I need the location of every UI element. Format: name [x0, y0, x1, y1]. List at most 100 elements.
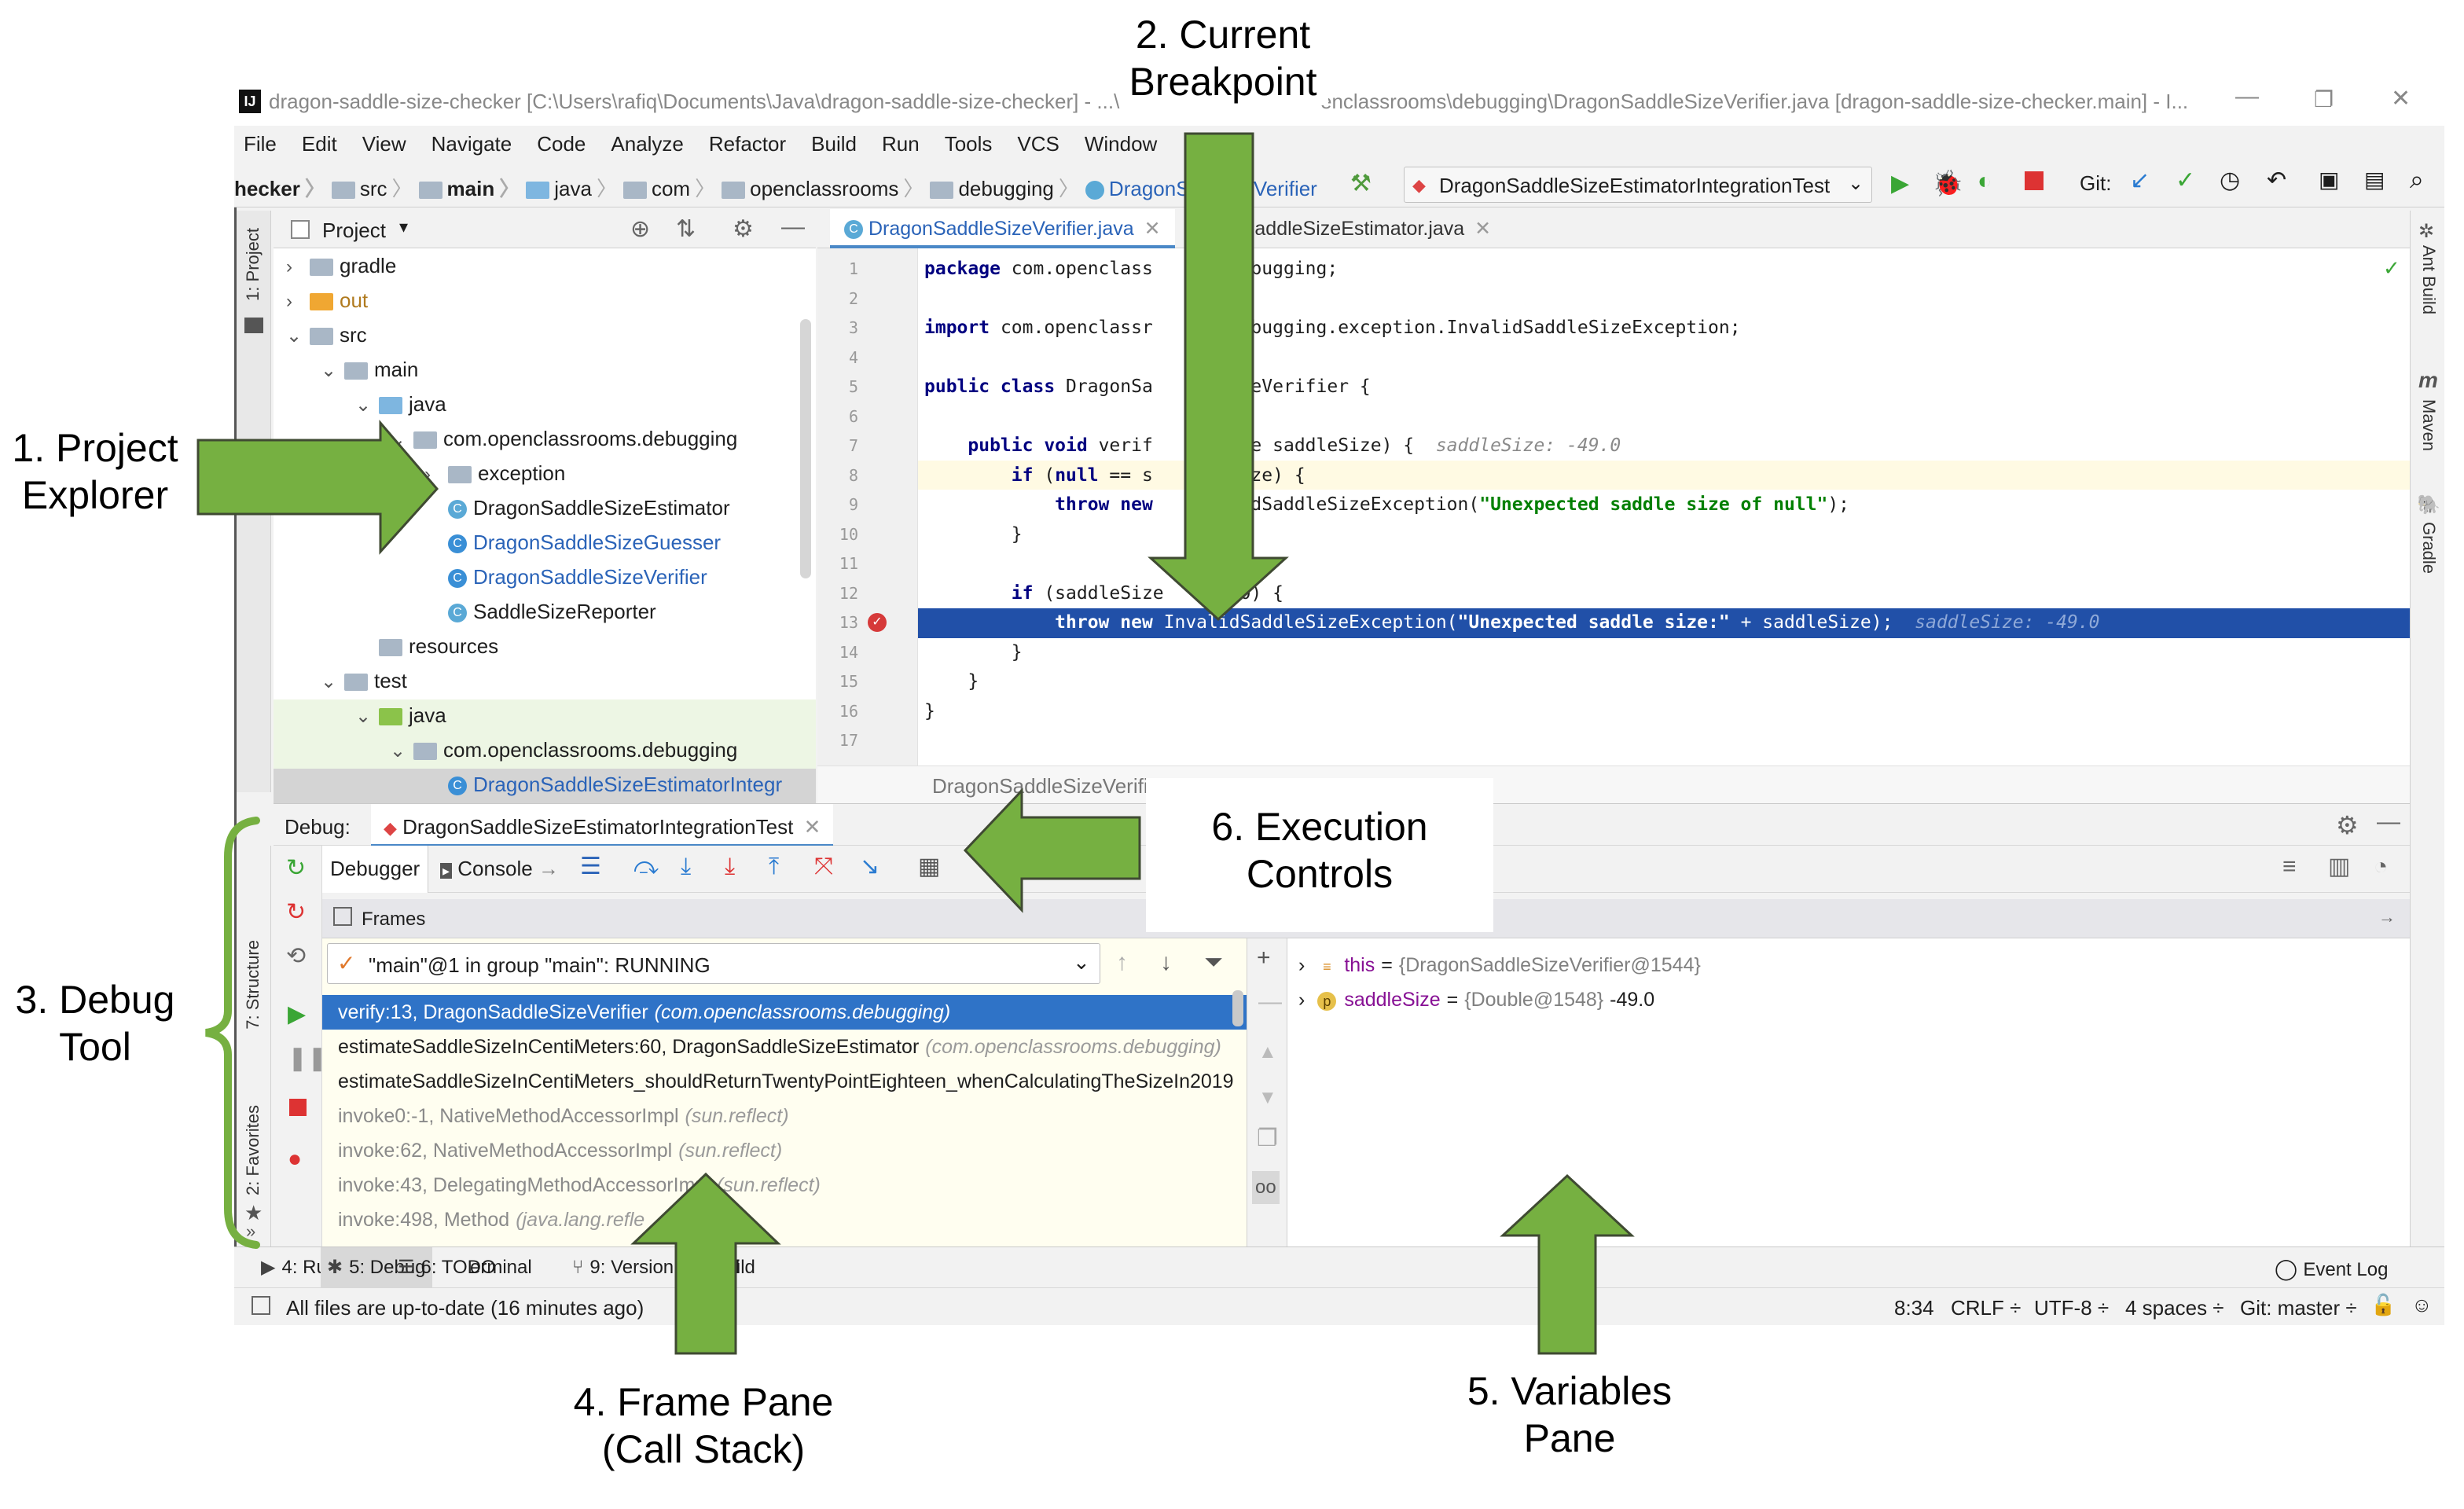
bottom-tab[interactable]: erminal [470, 1247, 532, 1288]
lock-icon[interactable]: 🔓 [2370, 1293, 2396, 1316]
breadcrumb-item[interactable]: hecker〉 [234, 177, 325, 200]
event-log-button[interactable]: ◯ Event Log [2275, 1257, 2388, 1281]
project-structure-icon[interactable]: ▣ [2319, 167, 2340, 192]
show-watches-icon[interactable]: oo [1252, 1171, 1280, 1204]
code-line[interactable]: public void verif ble saddleSize) { sadd… [968, 435, 1621, 456]
file-encoding[interactable]: UTF-8 ÷ [2034, 1296, 2110, 1320]
code-line[interactable]: if (saddleSize 0) { [1011, 582, 1283, 604]
stop-icon[interactable] [2025, 171, 2044, 190]
debugger-tab[interactable]: Debugger [322, 846, 429, 893]
tree-node[interactable]: ⌄test [321, 663, 407, 698]
chevron-right-icon[interactable]: › [1298, 989, 1305, 1011]
menu-item-run[interactable]: Run [881, 132, 920, 156]
restore-icon[interactable]: → [2378, 907, 2396, 927]
chevron-right-icon[interactable]: › [424, 464, 431, 485]
presentation-icon[interactable]: ▤ [2364, 167, 2385, 192]
next-frame-icon[interactable]: ↓ [1160, 949, 1172, 975]
line-separator[interactable]: CRLF ÷ [1951, 1296, 2022, 1320]
chevron-right-icon[interactable]: › [286, 291, 292, 312]
breadcrumb-item[interactable]: openclassrooms〉 [722, 177, 924, 200]
menu-item-analyze[interactable]: Analyze [611, 132, 684, 156]
stack-frame[interactable]: estimateSaddleSizeInCentiMeters_shouldRe… [322, 1064, 1247, 1099]
chevron-down-icon[interactable]: ▾ [399, 217, 409, 237]
chevron-down-icon[interactable]: ⌄ [321, 360, 337, 381]
new-watch-icon[interactable]: + [1257, 945, 1271, 971]
evaluate-expression-icon[interactable]: ▦ [918, 854, 941, 879]
history-icon[interactable]: ◷ [2220, 167, 2241, 193]
collapse-all-icon[interactable]: ⇅ [676, 216, 696, 242]
layout-icon[interactable]: ≡ [2282, 854, 2297, 879]
run-config-select[interactable]: ◆ DragonSaddleSizeEstimatorIntegrationTe… [1404, 167, 1872, 203]
caret-position[interactable]: 8:34 [1894, 1296, 1934, 1320]
memory-icon[interactable]: ◔ [2374, 854, 2389, 879]
gear-icon[interactable]: ⚙ [733, 216, 754, 242]
bottom-tab[interactable]: ☰6: TODO [398, 1247, 496, 1288]
restore-layout-icon[interactable]: ⟲ [286, 943, 307, 969]
step-into-icon[interactable]: ⤓ [681, 854, 692, 879]
menu-icon[interactable]: ☰ [580, 854, 601, 879]
move-down-icon[interactable]: ▼ [1258, 1087, 1277, 1108]
status-icon[interactable] [252, 1296, 270, 1315]
close-tab-icon[interactable]: ✕ [1144, 218, 1161, 240]
gradle-tab[interactable]: Gradle [2419, 522, 2439, 575]
vcs-commit-icon[interactable]: ✓ [2176, 167, 2196, 193]
menu-item-refactor[interactable]: Refactor [708, 132, 787, 156]
tree-node[interactable]: ⌄main [321, 352, 418, 387]
chevron-down-icon[interactable]: ⌄ [286, 325, 303, 347]
breadcrumb-item[interactable]: com〉 [622, 177, 715, 200]
code-line[interactable]: } [924, 700, 935, 721]
indent-setting[interactable]: 4 spaces ÷ [2125, 1296, 2224, 1320]
step-out-icon[interactable]: ⤒ [769, 854, 780, 879]
previous-frame-icon[interactable]: ↑ [1116, 949, 1128, 975]
stop-icon[interactable] [289, 1099, 307, 1116]
tree-node[interactable]: resources [355, 629, 498, 663]
show-execution-point-icon[interactable]: ⤼ [633, 854, 659, 879]
columns-icon[interactable]: ▥ [2328, 854, 2351, 879]
chevron-down-icon[interactable]: ⌄ [321, 671, 337, 692]
stack-frame[interactable]: invoke:43, DelegatingMethodAccessorImpl(… [322, 1168, 1247, 1202]
close-tab-icon[interactable]: ✕ [803, 815, 821, 839]
pause-icon[interactable]: ❚❚ [288, 1045, 328, 1071]
stack-frame[interactable]: verify:13, DragonSaddleSizeVerifier(com.… [322, 995, 1247, 1030]
tree-node[interactable]: ›exception [424, 456, 565, 490]
stack-frame[interactable]: invoke:62, NativeMethodAccessorImpl(sun.… [322, 1133, 1247, 1168]
breadcrumb-item[interactable]: java〉 [526, 177, 617, 200]
tree-node[interactable]: ⌄java [355, 387, 446, 421]
code-line[interactable]: } [924, 523, 1023, 545]
run-icon[interactable]: ▶ [1891, 171, 1910, 196]
menu-item-build[interactable]: Build [811, 132, 857, 156]
code-line[interactable]: import com.openclassr debugging.exceptio… [924, 318, 1741, 338]
filter-icon[interactable]: ⏷ [1204, 949, 1223, 975]
ant-build-tab[interactable]: Ant Build [2419, 245, 2439, 315]
run-to-cursor-icon[interactable]: ↘ [860, 854, 880, 879]
project-panel-title[interactable]: Project [322, 218, 386, 242]
console-tab[interactable]: ▸ Console → [432, 846, 567, 893]
code-line[interactable]: throw new lidSaddleSizeException("Unexpe… [1055, 494, 1850, 515]
menu-item-tools[interactable]: Tools [944, 132, 993, 156]
menu-item-view[interactable]: View [362, 132, 406, 156]
close-tab-icon[interactable]: ✕ [1474, 218, 1492, 240]
duplicate-icon[interactable]: ❐ [1257, 1125, 1278, 1151]
frames-scrollbar[interactable] [1232, 990, 1243, 1026]
tree-node[interactable]: ›gradle [286, 248, 396, 283]
breadcrumb-item[interactable]: src〉 [331, 177, 413, 200]
bottom-tab[interactable]: ✱5: Debug [321, 1247, 432, 1288]
view-breakpoints-icon[interactable]: ● [288, 1146, 303, 1172]
stack-frame[interactable]: invoke:498, Method(java.lang.refle [322, 1202, 1247, 1237]
force-step-into-icon[interactable]: ⤓ [725, 854, 736, 879]
inspector-icon[interactable]: ☺ [2411, 1293, 2433, 1316]
stack-frame[interactable]: estimateSaddleSizeInCentiMeters:60, Drag… [322, 1030, 1247, 1064]
menu-item-vcs[interactable]: VCS [1017, 132, 1059, 156]
tab-verifier[interactable]: C DragonSaddleSizeVerifier.java ✕ [830, 209, 1175, 248]
debug-bug-icon[interactable]: 🐞 [1932, 169, 1963, 197]
chevron-down-icon[interactable]: ⌄ [355, 706, 372, 727]
stack-frame[interactable]: invoke0:-1, NativeMethodAccessorImpl(sun… [322, 1099, 1247, 1133]
tree-node[interactable]: ⌄com.openclassrooms.debugging [390, 732, 737, 767]
locate-icon[interactable]: ⊕ [630, 216, 651, 242]
move-up-icon[interactable]: ▲ [1258, 1041, 1277, 1063]
more-icon[interactable]: » [246, 1221, 256, 1241]
